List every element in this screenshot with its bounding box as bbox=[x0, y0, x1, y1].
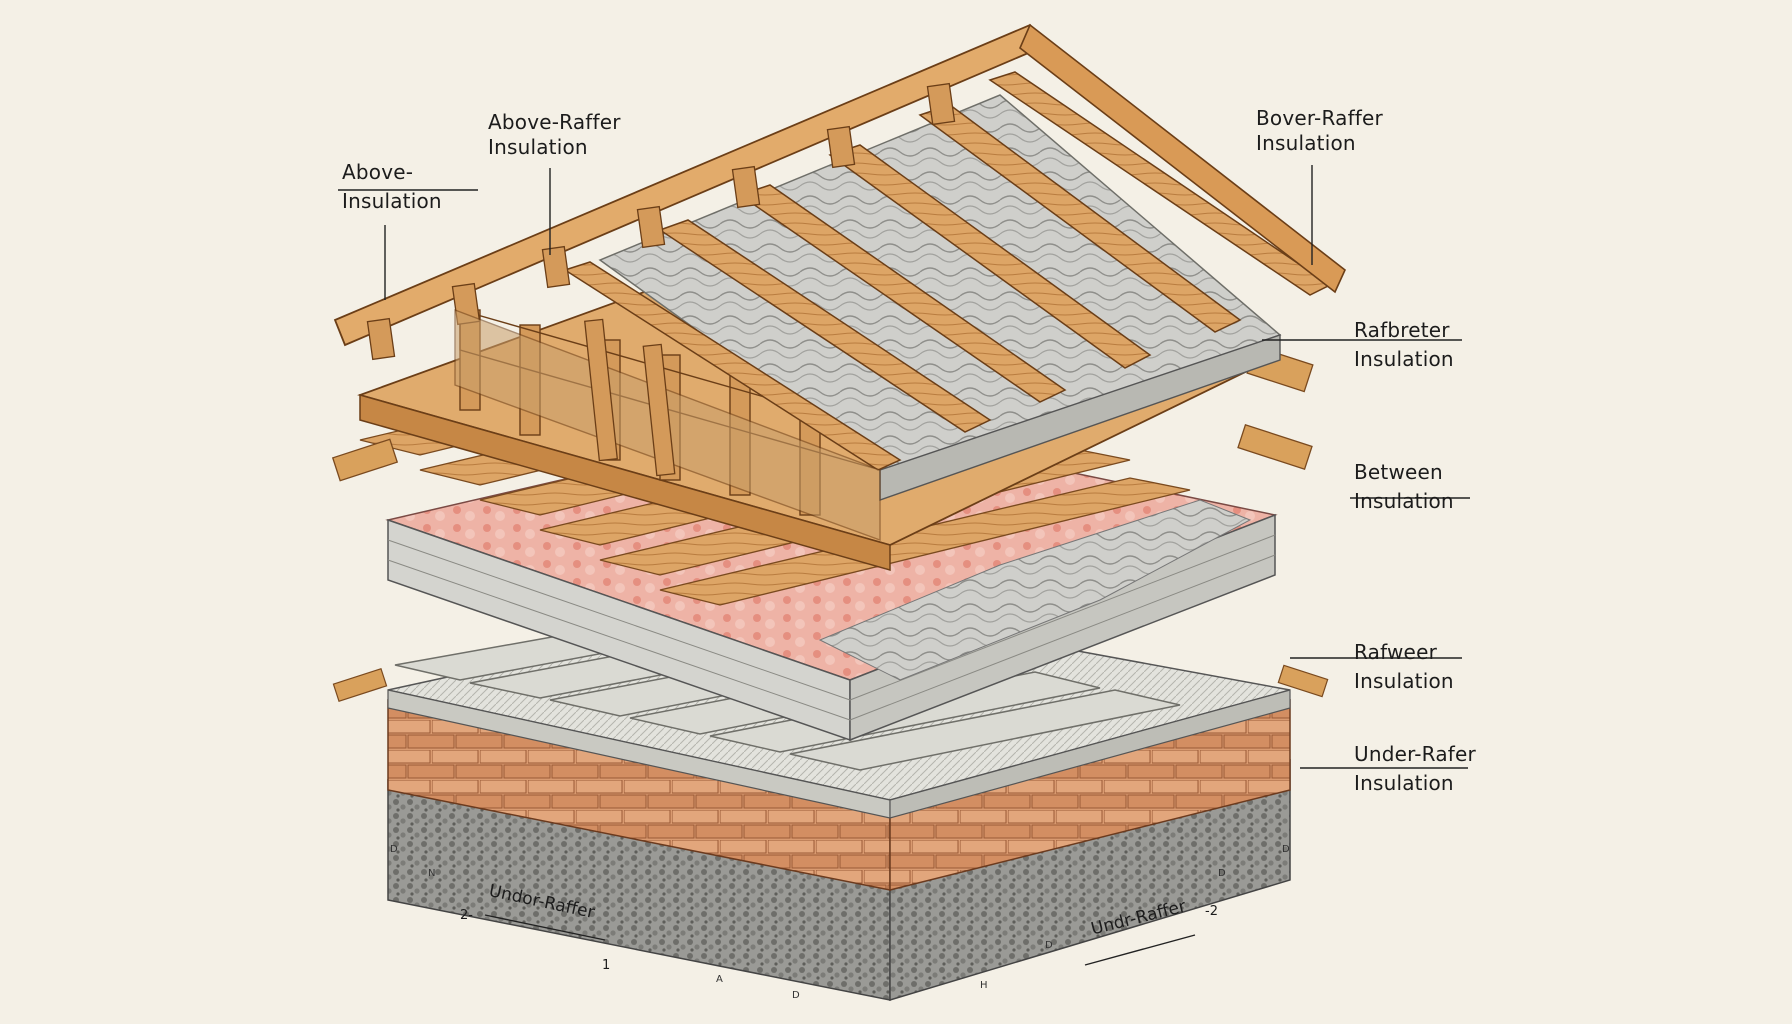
label-above-rafter: Above-Raffer Insulation bbox=[488, 110, 621, 160]
label-line: Insulation bbox=[488, 135, 588, 159]
label-above-insulation: Above- Insulation bbox=[342, 160, 442, 214]
mark-d: D bbox=[1045, 940, 1053, 951]
mark-n: N bbox=[428, 868, 435, 879]
label-under-rafer: Under-Rafer Insulation bbox=[1354, 742, 1476, 796]
label-line: Insulation bbox=[1354, 489, 1454, 513]
label-between: Between Insulation bbox=[1354, 460, 1454, 514]
label-line: Above- bbox=[342, 160, 414, 184]
label-line: Rafbreter bbox=[1354, 318, 1450, 342]
mark-h: H bbox=[980, 980, 988, 991]
label-bover-rafter: Bover-Raffer Insulation bbox=[1256, 106, 1383, 156]
mark-d: D bbox=[1218, 868, 1226, 879]
mark-a: A bbox=[716, 974, 723, 985]
label-line: Insulation bbox=[1256, 131, 1356, 155]
dimension-number-right: -2 bbox=[1205, 904, 1218, 919]
mark-d: D bbox=[390, 844, 398, 855]
mark-d: D bbox=[792, 990, 800, 1001]
leader-lines bbox=[338, 165, 1470, 966]
label-line: Above-Raffer bbox=[488, 110, 621, 134]
dimension-number-left: 2- bbox=[460, 908, 473, 923]
label-line: Insulation bbox=[1354, 669, 1454, 693]
label-line: Rafweer bbox=[1354, 640, 1437, 664]
dimension-number-left-end: 1 bbox=[602, 958, 611, 973]
label-line: Under-Rafer bbox=[1354, 742, 1476, 766]
label-rafweer: Rafweer Insulation bbox=[1354, 640, 1454, 694]
label-line: Insulation bbox=[1354, 771, 1454, 795]
label-line: Bover-Raffer bbox=[1256, 106, 1383, 130]
label-line: Insulation bbox=[1354, 347, 1454, 371]
label-rafbreter: Rafbreter Insulation bbox=[1354, 318, 1454, 372]
mark-d: D bbox=[1282, 844, 1290, 855]
roof-rafters bbox=[333, 23, 1346, 542]
label-line: Insulation bbox=[342, 189, 442, 213]
label-line: Between bbox=[1354, 460, 1443, 484]
construction-marks: D N A D H D D D bbox=[390, 844, 1290, 1001]
